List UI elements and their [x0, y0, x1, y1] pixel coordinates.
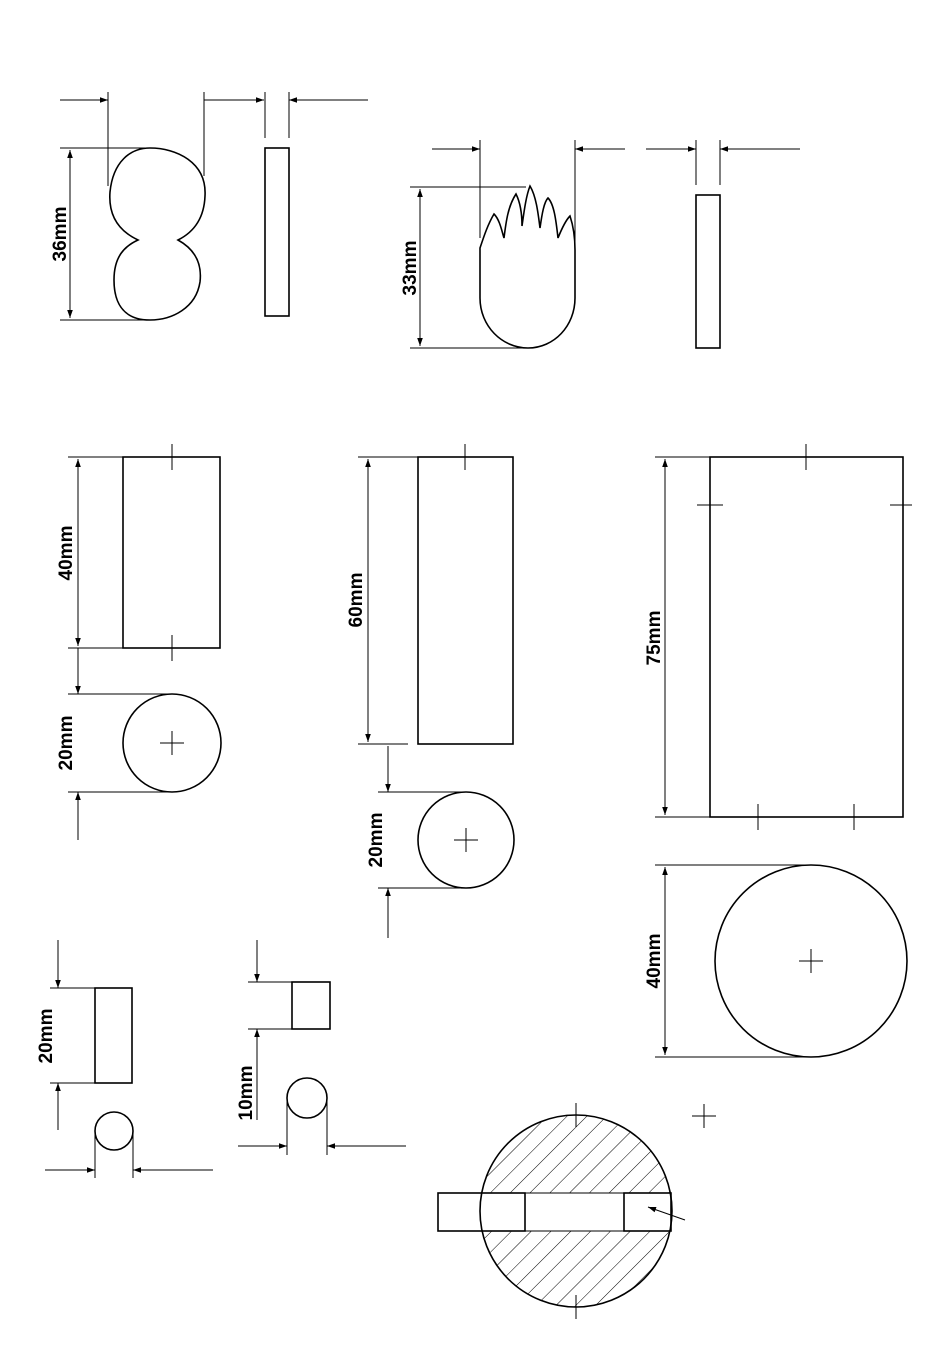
small-circle-group	[45, 1112, 213, 1178]
figure-eight-height-label: 36mm	[50, 207, 71, 262]
small-rect	[95, 988, 132, 1083]
rect-small-group: 40mm	[56, 444, 220, 661]
hand-shape-group: 33mm	[400, 140, 625, 348]
small-circle	[95, 1112, 133, 1150]
side-strip-2	[696, 195, 720, 348]
circle-small-diameter-label: 20mm	[56, 716, 77, 771]
circle-large-group: 40mm	[644, 865, 907, 1057]
section-view-group	[438, 1103, 685, 1319]
hand-shape-outline	[480, 186, 575, 348]
rect-medium	[418, 457, 513, 744]
tiny-circle-group	[238, 1078, 406, 1155]
small-rect-group: 20mm	[36, 940, 132, 1130]
side-strip-1	[265, 148, 289, 316]
center-mark	[692, 1104, 716, 1128]
figure-eight-group: 36mm	[50, 92, 264, 320]
tiny-circle	[287, 1078, 327, 1118]
circle-medium-group: 20mm	[366, 746, 514, 938]
circle-medium-diameter-label: 20mm	[366, 813, 387, 868]
rect-large	[710, 457, 903, 817]
circle-small-group: 20mm	[56, 648, 221, 840]
side-strip-1-group	[265, 92, 368, 316]
rect-medium-group: 60mm	[346, 444, 513, 744]
tiny-rect	[292, 982, 330, 1029]
rect-large-group: 75mm	[644, 444, 912, 830]
side-strip-2-group	[646, 140, 800, 348]
rect-small	[123, 457, 220, 648]
rect-small-length-label: 40mm	[56, 526, 77, 581]
tiny-rect-length-label: 10mm	[236, 1066, 257, 1121]
hand-shape-height-label: 33mm	[400, 241, 421, 296]
circle-large-diameter-label: 40mm	[644, 934, 665, 989]
rect-large-length-label: 75mm	[644, 611, 665, 666]
rect-medium-length-label: 60mm	[346, 573, 367, 628]
figure-eight-outline	[110, 148, 205, 320]
small-rect-length-label: 20mm	[36, 1009, 57, 1064]
tiny-rect-group: 10mm	[236, 940, 330, 1120]
